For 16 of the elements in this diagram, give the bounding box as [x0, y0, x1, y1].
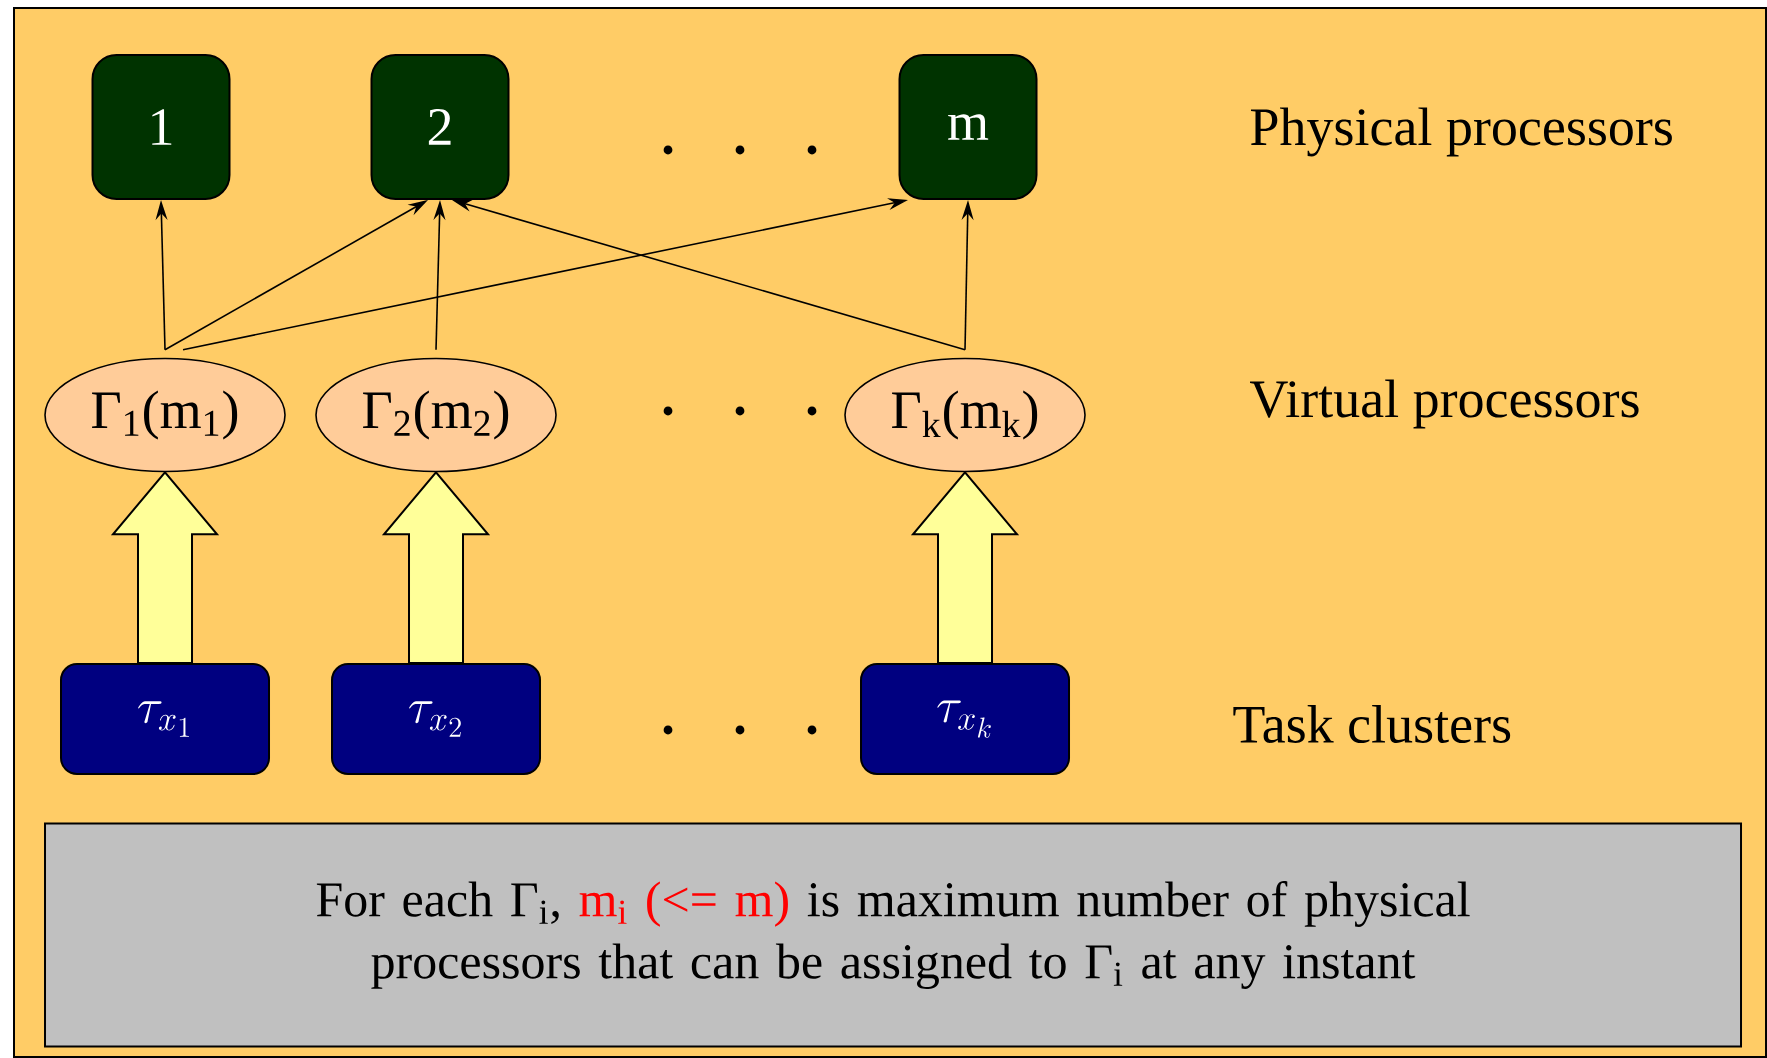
task-box: $\tau_{x_k}$	[860, 663, 1070, 775]
process-box: 1	[91, 54, 231, 200]
task-box: $\tau_{x_1}$	[60, 663, 270, 775]
row-label: Task clusters	[1233, 705, 1511, 743]
task-box: $\tau_{x_2}$	[331, 663, 541, 775]
block-arrow	[110, 470, 220, 664]
row-label: Physical processors	[1251, 107, 1672, 157]
block-arrow	[381, 470, 491, 664]
process-box: m	[898, 54, 1038, 200]
ellipse-node: Γ$_{2}$(m$_{2}$)	[315, 357, 557, 473]
ellipse-node: Γ$_{k}$(m$_{k}$)	[844, 357, 1086, 473]
note-box: For each Γ$_{i}$, m$_{i}$ (<= m) is maximum number of physical processors that can be assigned to Γ$_{i}$ at any instant	[44, 822, 1742, 1048]
row-label: Virtual processors	[1250, 379, 1639, 429]
block-arrow	[910, 470, 1020, 664]
process-box: 2	[370, 54, 510, 200]
ellipse-node: Γ$_{1}$(m$_{1}$)	[44, 357, 286, 473]
